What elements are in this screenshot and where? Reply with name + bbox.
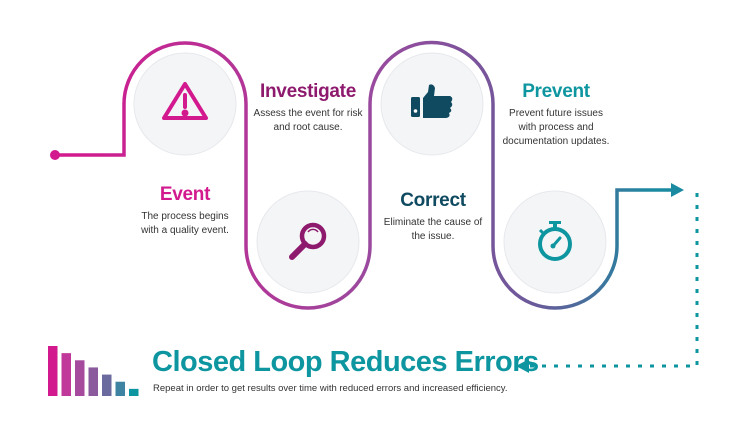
bar bbox=[48, 346, 58, 396]
bar bbox=[88, 367, 98, 396]
step-description: Prevent future issues with process and d… bbox=[503, 107, 610, 149]
step-prevent: Prevent Prevent future issues with proce… bbox=[503, 81, 610, 149]
desc-line: the issue. bbox=[411, 231, 455, 242]
step-description: Eliminate the cause of the issue. bbox=[384, 216, 482, 244]
loop-line bbox=[55, 40, 675, 310]
step-title: Event bbox=[159, 184, 211, 205]
bar bbox=[129, 388, 139, 396]
step-title: Prevent bbox=[522, 81, 590, 102]
desc-line: with process and bbox=[518, 122, 594, 133]
bar bbox=[115, 381, 125, 396]
desc-line: Prevent future issues bbox=[509, 108, 603, 119]
magnifier-icon bbox=[289, 222, 327, 260]
footer-subtitle: Repeat in order to get results over time… bbox=[153, 383, 508, 394]
desc-line: Eliminate the cause of bbox=[383, 217, 483, 228]
bar bbox=[61, 353, 71, 396]
stopwatch-icon bbox=[538, 221, 572, 261]
footer-title: Closed Loop Reduces Errors bbox=[152, 346, 539, 378]
bar bbox=[75, 360, 85, 396]
step-event: Event The process begins with a quality … bbox=[141, 184, 229, 238]
start-dot bbox=[50, 150, 60, 160]
desc-line: with a quality event. bbox=[141, 225, 229, 236]
step-investigate: Investigate Assess the event for risk an… bbox=[254, 81, 363, 135]
warning-icon bbox=[162, 82, 208, 120]
investigate-icon-circle bbox=[256, 190, 360, 294]
desc-line: documentation updates. bbox=[502, 136, 610, 147]
arrow-right-icon bbox=[671, 183, 684, 197]
bar bbox=[102, 374, 112, 396]
arrow-left-icon bbox=[516, 359, 529, 373]
step-title: Investigate bbox=[260, 81, 356, 102]
desc-line: Assess the event for risk bbox=[253, 108, 363, 119]
step-correct: Correct Eliminate the cause of the issue… bbox=[384, 190, 482, 244]
thumbs-up-icon bbox=[411, 84, 453, 118]
decreasing-bars-icon bbox=[48, 346, 139, 396]
desc-line: The process begins bbox=[141, 211, 229, 222]
step-description: Assess the event for risk and root cause… bbox=[254, 107, 363, 135]
step-description: The process begins with a quality event. bbox=[141, 210, 229, 238]
desc-line: and root cause. bbox=[273, 122, 343, 133]
step-title: Correct bbox=[400, 190, 466, 211]
